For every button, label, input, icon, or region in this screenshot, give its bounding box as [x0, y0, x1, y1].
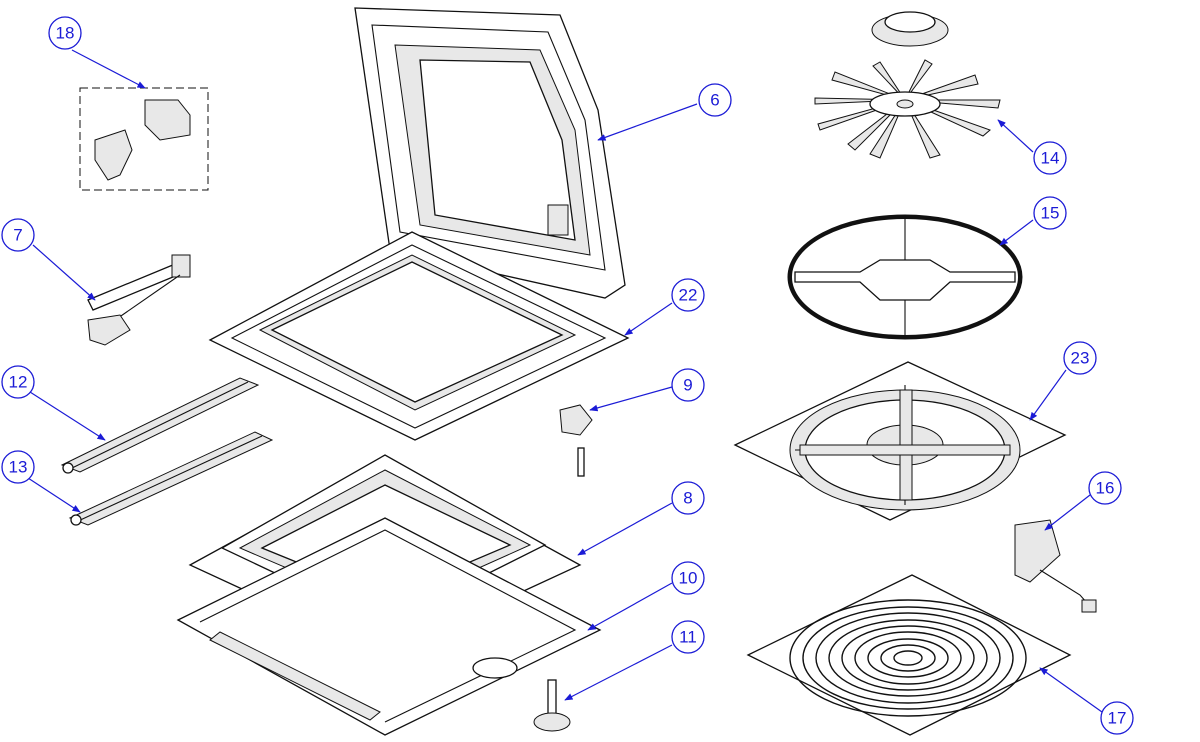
- part-9-clip: [559, 404, 593, 477]
- callout-17: 17: [1100, 701, 1134, 735]
- callout-label: 15: [1041, 204, 1060, 223]
- callout-7: 7: [1, 218, 35, 252]
- callout-label: 11: [679, 628, 697, 647]
- callout-23: 23: [1063, 341, 1097, 375]
- part-13-rail: [68, 431, 274, 526]
- callout-label: 9: [683, 376, 692, 395]
- part-15-ring: [787, 214, 1023, 340]
- callout-15: 15: [1033, 196, 1067, 230]
- callout-14: 14: [1033, 141, 1067, 175]
- part-16-bracket: [1014, 519, 1097, 613]
- part-17-grille: [746, 574, 1072, 736]
- part-23-fan-plate: [733, 361, 1067, 521]
- callout-10: 10: [671, 561, 705, 595]
- callout-12: 12: [1, 365, 35, 399]
- callout-6: 6: [698, 83, 732, 117]
- callout-18: 18: [48, 16, 82, 50]
- callout-label: 18: [56, 24, 75, 43]
- callout-label: 16: [1096, 479, 1115, 498]
- callout-label: 6: [710, 91, 719, 110]
- callout-label: 13: [9, 458, 28, 477]
- callout-11: 11: [671, 620, 705, 654]
- part-18-clip-set: [79, 87, 209, 191]
- callout-label: 8: [683, 489, 692, 508]
- callout-16: 16: [1088, 471, 1122, 505]
- part-14-fan: [814, 11, 1001, 159]
- callout-8: 8: [671, 481, 705, 515]
- callout-label: 10: [679, 569, 698, 588]
- callout-label: 7: [13, 226, 22, 245]
- callout-label: 14: [1041, 149, 1060, 168]
- callout-13: 13: [1, 450, 35, 484]
- callout-9: 9: [671, 368, 705, 402]
- part-10-base: [176, 517, 602, 736]
- part-6-lid: [354, 7, 626, 299]
- callout-22: 22: [671, 278, 705, 312]
- part-11-knob: [533, 679, 571, 732]
- part-12-rail: [60, 377, 260, 474]
- callout-label: 12: [9, 373, 28, 392]
- part-22-frame: [208, 231, 630, 441]
- callout-label: 23: [1071, 349, 1090, 368]
- callout-label: 17: [1108, 709, 1127, 728]
- callout-label: 22: [679, 286, 698, 305]
- part-7-arm: [87, 254, 191, 346]
- leader-lines: [27, 49, 1103, 713]
